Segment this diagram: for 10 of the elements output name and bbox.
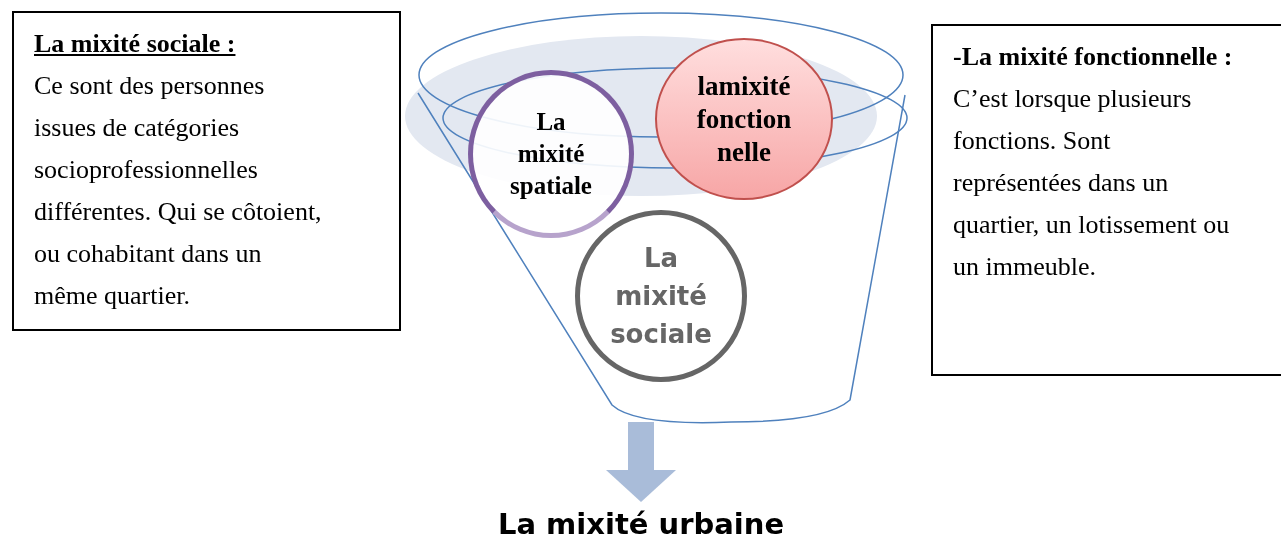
- text-box: [931, 24, 1281, 376]
- arrow: [606, 422, 676, 502]
- result-label: La mixité urbaine: [440, 502, 842, 546]
- paragraph: Ce sont des personnes issues de catégories socioprofessionnelles différentes. Qui se côtoient, ou cohabitant dans un même quartier.: [34, 70, 323, 312]
- circle-label: La mixité spatiale: [509, 107, 593, 201]
- paragraph: -La mixité fonctionnelle : C’est lorsque plusieurs fonctions. Sont représentées dans un quartier, un lotissement ou un immeuble.: [953, 41, 1234, 283]
- circle-label: La mixité sociale: [610, 242, 712, 351]
- circle-label: lamixité fonction nelle: [695, 69, 793, 169]
- text-box: [12, 11, 401, 331]
- heading: La mixité sociale :: [34, 28, 237, 60]
